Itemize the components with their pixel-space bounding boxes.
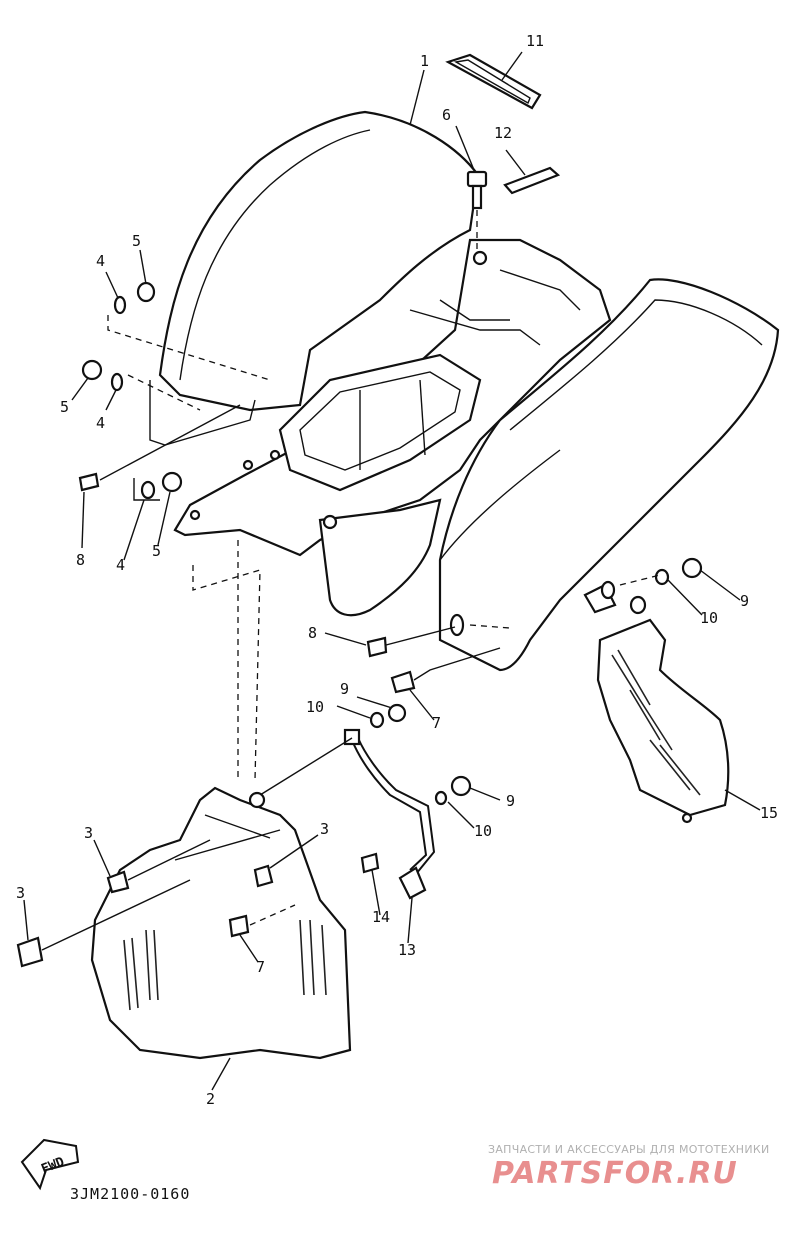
- callout-5: 5: [132, 232, 141, 250]
- callout-labels: 1 11 6 12 5 4 5 4 8 4 5 9 10 8 9 10 7 9 …: [16, 32, 778, 1108]
- callout-3: 3: [84, 824, 93, 842]
- rear-fender-part-1: [149, 110, 780, 672]
- strap-part-11: [445, 53, 542, 110]
- callout-4: 4: [96, 414, 105, 432]
- watermark-brand: PARTSFOR.RU: [492, 1156, 738, 1191]
- callout-9: 9: [506, 792, 515, 810]
- callout-8: 8: [308, 624, 317, 642]
- callout-15: 15: [760, 804, 778, 822]
- callout-10: 10: [306, 698, 324, 716]
- fwd-arrow-icon: FWD: [20, 1138, 80, 1191]
- rod-part-13: [343, 728, 436, 900]
- callout-3: 3: [16, 884, 25, 902]
- callout-9: 9: [740, 592, 749, 610]
- callout-3: 3: [320, 820, 329, 838]
- callout-10: 10: [474, 822, 492, 840]
- callout-10: 10: [700, 609, 718, 627]
- mud-flap-part-15: [583, 583, 730, 824]
- callout-2: 2: [206, 1090, 215, 1108]
- callout-4: 4: [96, 252, 105, 270]
- callout-14: 14: [372, 908, 390, 926]
- callout-5: 5: [152, 542, 161, 560]
- callout-13: 13: [398, 941, 416, 959]
- callout-4: 4: [116, 556, 125, 574]
- fasteners-right-group: [366, 557, 703, 806]
- callout-8: 8: [76, 551, 85, 569]
- callout-7: 7: [432, 714, 441, 732]
- bolt-part-6: [466, 170, 488, 250]
- callout-11: 11: [526, 32, 544, 50]
- callout-9: 9: [340, 680, 349, 698]
- drawing-code: 3JM2100-0160: [70, 1185, 191, 1203]
- front-mud-flap-part-2: [16, 540, 353, 1060]
- watermark-tagline: ЗАПЧАСТИ И АКСЕССУАРЫ ДЛЯ МОТОТЕХНИКИ: [488, 1143, 770, 1156]
- callout-5: 5: [60, 398, 69, 416]
- leader-lines: [23, 51, 761, 1091]
- callout-7: 7: [256, 958, 265, 976]
- callout-1: 1: [420, 52, 429, 70]
- pad-part-12: [503, 166, 561, 195]
- fwd-label: FWD: [39, 1154, 67, 1177]
- callout-6: 6: [442, 106, 451, 124]
- callout-12: 12: [494, 124, 512, 142]
- fasteners-left-group: [78, 281, 271, 501]
